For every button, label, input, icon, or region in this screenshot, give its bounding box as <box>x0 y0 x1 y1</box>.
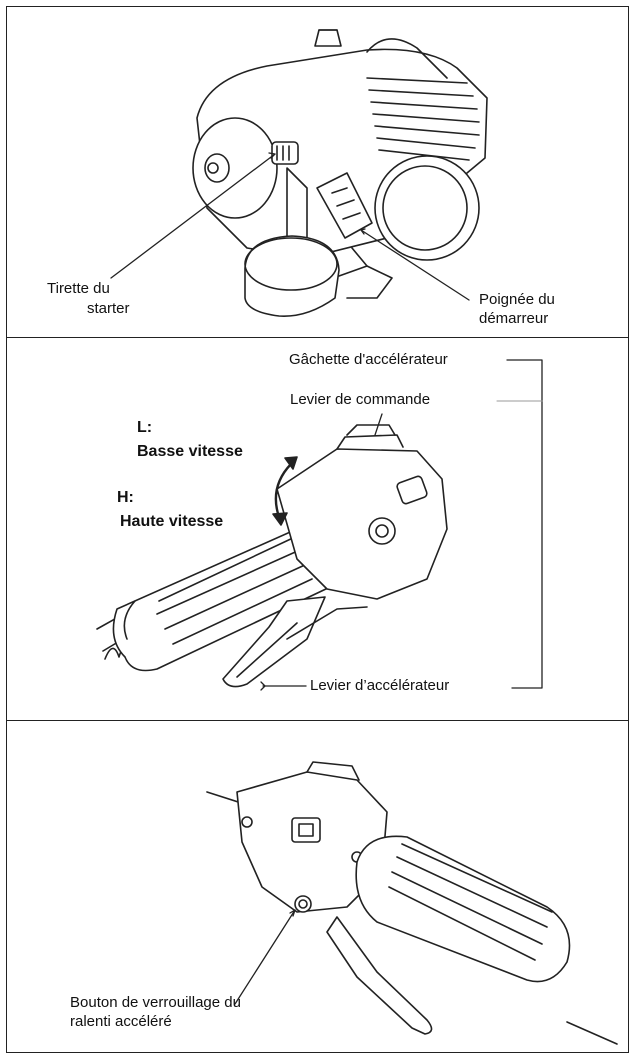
engine-panel: Tirette du starter Poignée du démarreur <box>7 8 628 337</box>
control-lever-label: Levier de commande <box>290 391 431 408</box>
handle-controls-panel: Gâchette d'accélérateur Levier de comman… <box>7 339 628 720</box>
lock-handle-illustration <box>206 761 618 1045</box>
high-speed-letter: H: <box>117 489 134 506</box>
handle-illustration <box>96 359 543 691</box>
starter-label-line2: démarreur <box>479 310 549 327</box>
starter-label-line1: Poignée du <box>479 291 555 308</box>
low-speed-letter: L: <box>137 419 153 436</box>
panel-divider-1 <box>6 337 629 338</box>
throttle-trigger-label: Gâchette d'accélérateur <box>289 351 448 368</box>
engine-illustration <box>110 29 488 317</box>
choke-label-line2: starter <box>87 300 130 317</box>
lock-button-panel: Bouton de verrouillage du ralenti accélé… <box>7 722 628 1052</box>
low-speed-label: Basse vitesse <box>137 443 243 460</box>
lock-button-label-line2: ralenti accéléré <box>70 1013 172 1030</box>
high-speed-label: Haute vitesse <box>120 513 224 530</box>
panel-divider-2 <box>6 720 629 721</box>
throttle-lever-label: Levier d’accélérateur <box>310 677 450 694</box>
choke-label-line1: Tirette du <box>47 280 110 297</box>
lock-button-label-line1: Bouton de verrouillage du <box>70 994 241 1011</box>
figure-frame <box>6 6 629 1053</box>
